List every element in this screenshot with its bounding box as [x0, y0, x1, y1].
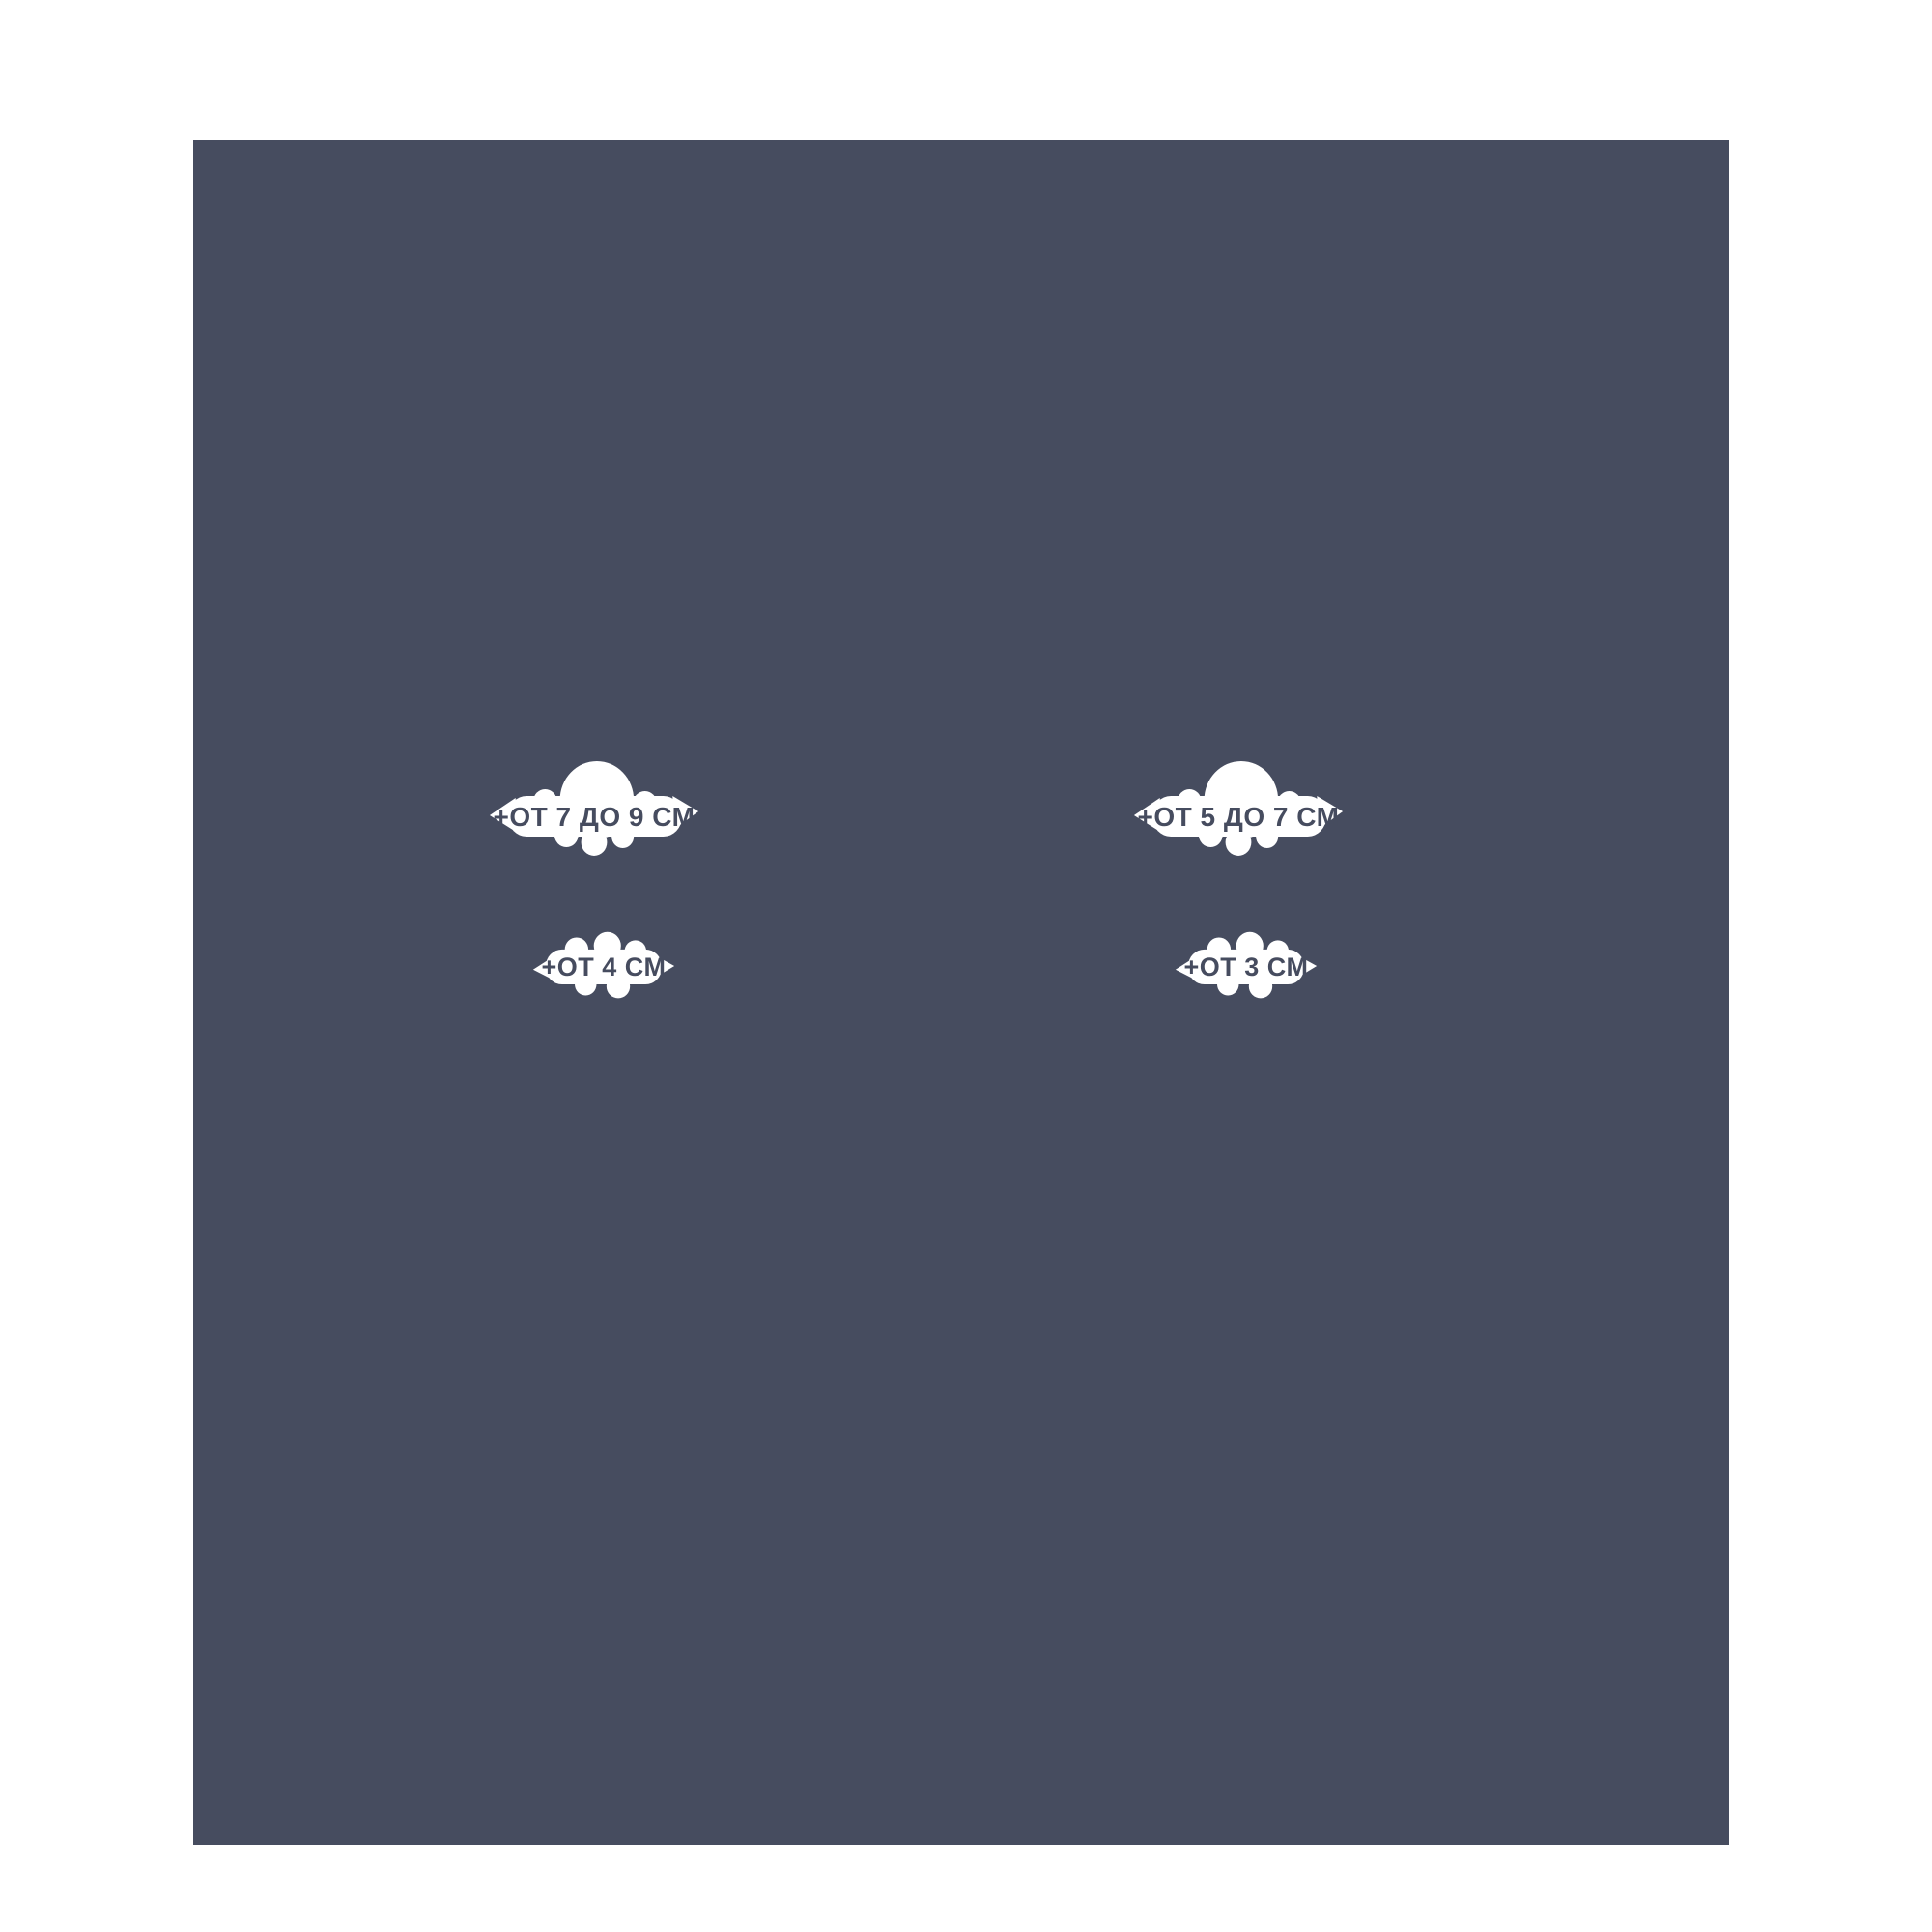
splash-blob-icon — [489, 761, 699, 856]
splash-blob-icon — [532, 931, 675, 999]
background-panel: +ОТ 7 ДО 9 СМ +ОТ 5 ДО 7 СМ +ОТ 4 — [193, 140, 1729, 1845]
badge-label: +ОТ 7 ДО 9 СМ — [493, 802, 696, 832]
size-badge-top-right: +ОТ 5 ДО 7 СМ — [1132, 753, 1345, 869]
badge-label: +ОТ 4 СМ — [541, 952, 667, 981]
splash-blob-icon — [1175, 931, 1318, 999]
size-badge-bottom-right: +ОТ 3 СМ — [1174, 927, 1319, 1005]
badge-label: +ОТ 3 СМ — [1183, 952, 1309, 981]
size-badge-bottom-left: +ОТ 4 СМ — [531, 927, 676, 1005]
splash-blob-icon — [1133, 761, 1344, 856]
size-badge-top-left: +ОТ 7 ДО 9 СМ — [488, 753, 700, 869]
badge-label: +ОТ 5 ДО 7 СМ — [1137, 802, 1340, 832]
